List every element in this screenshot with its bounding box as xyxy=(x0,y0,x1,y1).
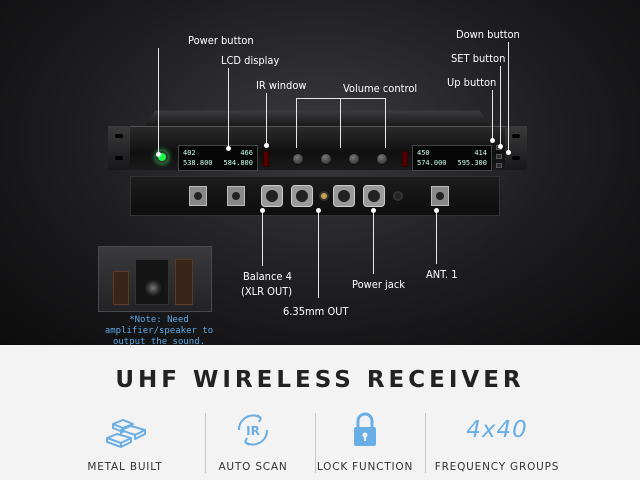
feature-metal-built: METAL BUILT xyxy=(50,408,200,473)
feature-lock-function: LOCK FUNCTION xyxy=(290,408,440,473)
antenna-connector xyxy=(189,186,207,206)
feature-label: AUTO SCAN xyxy=(218,461,288,473)
divider xyxy=(425,413,426,473)
feature-auto-scan: IR AUTO SCAN xyxy=(178,408,328,473)
callout-up-button: Up button xyxy=(447,76,497,89)
lock-icon xyxy=(290,408,440,452)
rear-label-plate xyxy=(137,182,181,210)
front-panel: 402 466 538.800 584.800 450 414 574.000 595.… xyxy=(120,126,515,171)
rack-ear-left xyxy=(108,126,130,170)
volume-knob xyxy=(348,153,360,165)
receiver-rear xyxy=(130,176,500,216)
up-button xyxy=(496,163,502,168)
feature-strip xyxy=(0,345,640,480)
set-button xyxy=(496,154,502,159)
lcd-right-ch-b: 414 xyxy=(474,149,487,157)
callout-balance-4: Balance 4 xyxy=(243,270,292,283)
xlr-out-connector xyxy=(333,185,355,207)
subwoofer xyxy=(135,259,169,305)
divider xyxy=(315,413,316,473)
volume-knob xyxy=(320,153,332,165)
xlr-out-connector xyxy=(261,185,283,207)
rack-ear-right xyxy=(505,126,527,170)
ir-scan-icon: IR xyxy=(178,408,328,452)
frequency-groups-value: 4x40 xyxy=(466,417,528,443)
satellite-speaker xyxy=(113,271,129,305)
lcd-display-right: 450 414 574.000 595.300 xyxy=(412,145,492,171)
callout-xlr-out: (XLR OUT) xyxy=(241,285,293,298)
callout-ant-1: ANT. 1 xyxy=(426,268,458,281)
callout-ir-window: IR window xyxy=(256,79,307,92)
lcd-left-freq-b: 584.800 xyxy=(223,159,253,167)
callout-set-button: SET button xyxy=(451,52,506,65)
jack-635-out xyxy=(319,191,329,201)
feature-frequency-groups: 4x40 FREQUENCY GROUPS xyxy=(422,408,572,473)
headline: UHF WIRELESS RECEIVER xyxy=(115,367,525,393)
antenna-connector xyxy=(431,186,449,206)
feature-label: LOCK FUNCTION xyxy=(316,461,414,473)
receiver-top xyxy=(144,110,491,126)
ir-window-right xyxy=(402,151,408,167)
power-jack xyxy=(393,191,403,201)
feature-label: FREQUENCY GROUPS xyxy=(434,461,560,473)
callout-lcd-display: LCD display xyxy=(221,54,280,67)
svg-text:IR: IR xyxy=(246,424,260,438)
metal-bars-icon xyxy=(50,408,200,452)
antenna-connector xyxy=(227,186,245,206)
divider xyxy=(205,413,206,473)
lcd-display-left: 402 466 538.800 584.800 xyxy=(178,145,258,171)
lcd-right-freq-b: 595.300 xyxy=(457,159,487,167)
callout-power-button: Power button xyxy=(188,34,254,47)
callout-power-jack: Power jack xyxy=(352,278,406,291)
volume-knob xyxy=(376,153,388,165)
speaker-note: *Note: Need amplifier/speaker to output … xyxy=(104,315,214,345)
callout-635-out: 6.35mm OUT xyxy=(283,305,349,318)
volume-knob xyxy=(292,153,304,165)
xlr-out-connector xyxy=(291,185,313,207)
lcd-left-ch-a: 402 xyxy=(183,149,196,157)
callout-volume-control: Volume control xyxy=(343,82,418,95)
receiver-front: 402 466 538.800 584.800 450 414 574.000 595.… xyxy=(108,110,527,180)
product-photo-area: 402 466 538.800 584.800 450 414 574.000 595.… xyxy=(0,0,640,345)
lcd-right-ch-a: 450 xyxy=(417,149,430,157)
xlr-out-connector xyxy=(363,185,385,207)
lcd-left-ch-b: 466 xyxy=(240,149,253,157)
frequency-groups-figure: 4x40 xyxy=(422,408,572,452)
lcd-left-freq-a: 538.800 xyxy=(183,159,213,167)
lcd-right-freq-a: 574.000 xyxy=(417,159,447,167)
callout-down-button: Down button xyxy=(456,28,520,41)
satellite-speaker xyxy=(175,259,193,305)
ir-window-left xyxy=(263,151,269,167)
feature-label: METAL BUILT xyxy=(87,461,163,473)
speaker-inset xyxy=(98,246,212,312)
